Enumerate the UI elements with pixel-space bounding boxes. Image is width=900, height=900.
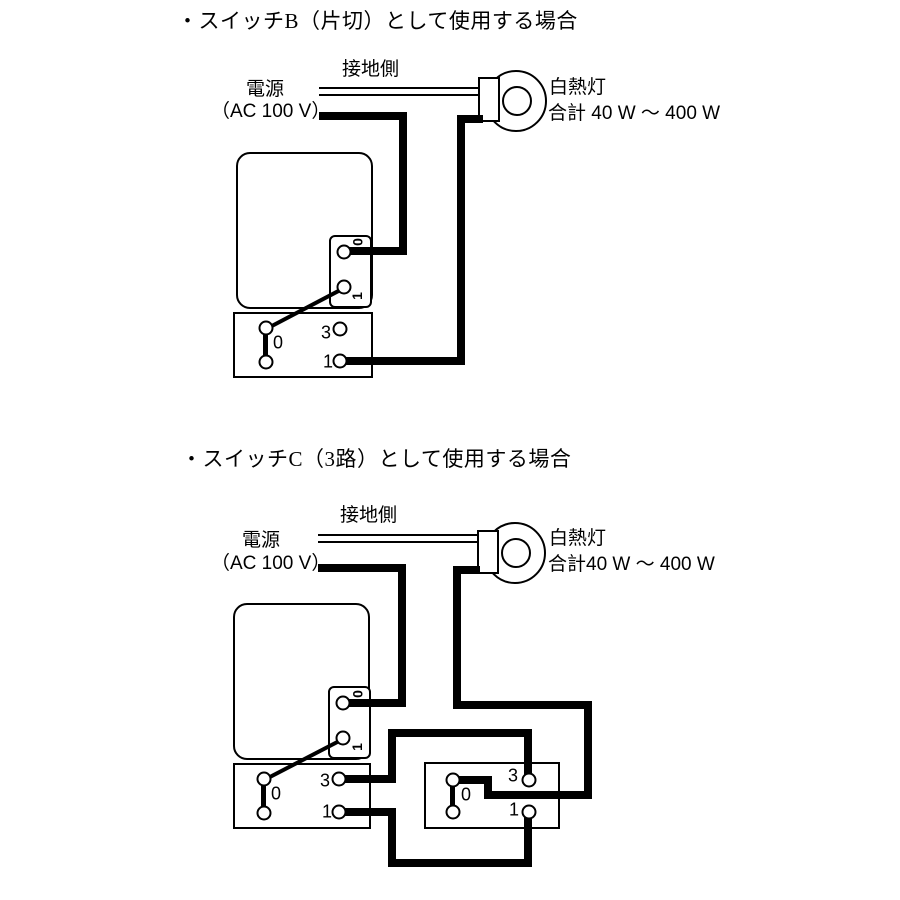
unit-terminal-0 [336, 244, 352, 260]
traveler3-wire-v1 [388, 729, 396, 783]
lamp-wire-into-box-h [484, 791, 592, 799]
lamp-filament-circle [502, 86, 532, 116]
unit-terminal-0-label: 0 [350, 238, 367, 246]
lamp-rating-label: 合計 40 W ～ 400 W [548, 103, 721, 124]
block-common-terminal-bottom [258, 354, 274, 370]
block-terminal-1 [332, 353, 348, 369]
lamp-wire-top-2 [453, 566, 480, 574]
block-terminal-1-label: 1 [322, 351, 334, 372]
ground-wire-2 [318, 534, 477, 543]
lamp-wire-top [457, 115, 483, 123]
diagram-c-title: ・スイッチC（3路）として使用する場合 [181, 447, 572, 471]
left-terminal-1 [331, 804, 347, 820]
power-label-2: 電源 [242, 530, 281, 551]
left-terminal-1-label: 1 [321, 801, 333, 822]
traveler1-wire-h1 [339, 808, 396, 816]
lamp-wire-v [457, 115, 465, 365]
lamp-wire-v-2 [453, 566, 461, 709]
unit2-terminal-0 [335, 695, 351, 711]
right-common-terminal-bottom [445, 804, 461, 820]
power-rating-label: （AC 100 V） [211, 101, 331, 122]
traveler1-wire-v2 [524, 812, 532, 867]
lamp-wire-into-box-v [484, 776, 492, 799]
power-wire-v-2 [398, 564, 406, 707]
left-terminal-3-label: 3 [319, 770, 331, 791]
traveler3-wire-h1 [339, 775, 396, 783]
terminal-block-left [233, 763, 371, 829]
switch-terminal-unit-2 [328, 686, 371, 759]
right-common-label: 0 [460, 784, 472, 805]
left-common-label: 0 [270, 783, 282, 804]
power-wire-v [399, 112, 407, 255]
unit2-terminal-1 [335, 730, 351, 746]
traveler3-wire-h2 [388, 729, 532, 737]
power-wire-to-terminal0-2 [343, 699, 406, 707]
traveler3-wire-v2 [524, 729, 532, 784]
common-terminal-link [263, 328, 268, 362]
traveler1-wire-v1 [388, 808, 396, 867]
unit2-terminal-1-label: 1 [348, 743, 365, 751]
block-terminal-3-label: 3 [320, 322, 332, 343]
left-common-terminal-bottom [256, 805, 272, 821]
ground-wire [319, 87, 479, 96]
unit2-terminal-0-label: 0 [350, 690, 367, 698]
power-wire-h-2 [318, 564, 406, 572]
right-terminal-3 [521, 772, 537, 788]
ground-side-label-2: 接地側 [340, 505, 398, 526]
right-terminal-3-label: 3 [507, 765, 519, 786]
traveler1-wire-h2 [388, 859, 532, 867]
lamp-filament-circle-2 [501, 538, 531, 568]
lamp-socket [478, 77, 500, 122]
diagram-b-title: ・スイッチB（片切）として使用する場合 [177, 9, 578, 33]
block-common-terminal-top [258, 320, 274, 336]
right-terminal-1 [521, 804, 537, 820]
right-common-terminal-top [445, 772, 461, 788]
lamp-label: 白熱灯 [549, 77, 607, 98]
terminal-block [233, 312, 373, 378]
power-label: 電源 [246, 79, 285, 100]
lamp-label-2: 白熱灯 [549, 528, 607, 549]
left-common-terminal-top [256, 771, 272, 787]
unit-terminal-1 [336, 279, 352, 295]
lamp-wire-to-terminal1 [340, 357, 465, 365]
block-terminal-3 [332, 321, 348, 337]
unit-terminal-1-label: 1 [348, 292, 365, 300]
power-wire-to-terminal0 [344, 247, 407, 255]
power-rating-label-2: （AC 100 V） [211, 553, 331, 574]
right-common-terminal-link [450, 780, 455, 812]
right-terminal-1-label: 1 [508, 799, 520, 820]
power-wire-h [319, 112, 407, 120]
block-common-label: 0 [272, 332, 284, 353]
lamp-wire-mid-h [453, 701, 592, 709]
lamp-rating-label-2: 合計40 W ～ 400 W [548, 554, 715, 575]
left-terminal-3 [331, 771, 347, 787]
lamp-wire-to-common [455, 776, 492, 784]
lamp-wire-mid-v [584, 701, 592, 799]
left-common-terminal-link [261, 779, 266, 813]
ground-side-label: 接地側 [342, 59, 400, 80]
lamp-socket-2 [477, 530, 499, 574]
